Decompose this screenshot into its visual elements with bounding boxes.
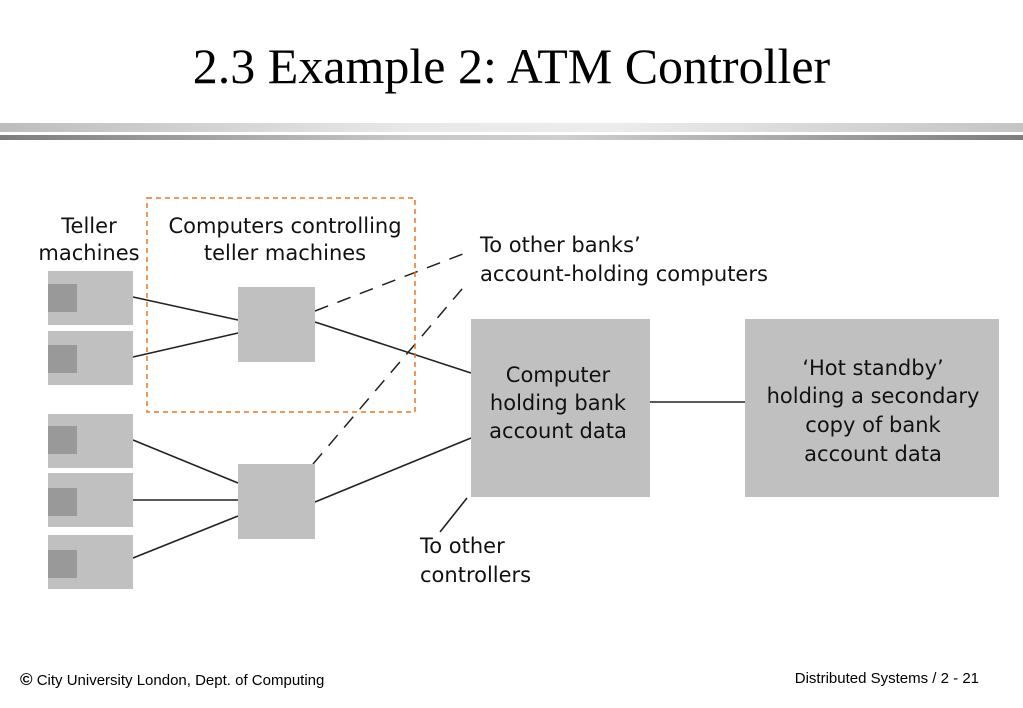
controllers-highlight-box	[146, 197, 416, 413]
teller-machine	[48, 473, 133, 527]
dashed-connections	[312, 251, 469, 465]
screen-icon	[48, 488, 77, 516]
teller-machines-label: machines	[38, 241, 139, 265]
controllers-label: Computers controlling	[168, 214, 401, 238]
dashed-link-controller1-other-banks	[314, 251, 469, 312]
link-teller1-controller1	[132, 296, 239, 321]
hot-standby-label: account data	[804, 442, 942, 466]
bank-computer-label: account data	[489, 419, 627, 443]
teller-machines-label: Teller	[60, 214, 117, 238]
hot-standby-label: ‘Hot standby’	[802, 356, 943, 380]
teller-machine	[48, 535, 133, 589]
link-bank-other-controllers	[439, 497, 468, 533]
hot-standby-label: copy of bank	[805, 413, 941, 437]
hot-standby-computer	[745, 319, 999, 497]
screen-icon	[48, 284, 77, 312]
link-controller1-bank	[314, 321, 472, 374]
other-controllers-label: To other	[419, 534, 505, 558]
link-teller5-controller2	[132, 515, 239, 559]
link-controller2-bank	[314, 437, 472, 503]
other-banks-label: account-holding computers	[480, 262, 768, 286]
teller-machine	[48, 271, 133, 325]
slide-number: Distributed Systems / 2 - 21	[794, 670, 979, 687]
link-teller3-controller2	[132, 439, 239, 484]
hot-standby-label: holding a secondary	[767, 384, 980, 408]
copyright-icon: ©	[20, 670, 33, 689]
screen-icon	[48, 550, 77, 578]
title-divider-top	[0, 123, 1023, 132]
screen-icon	[48, 426, 77, 454]
footer-credit: © City University London, Dept. of Compu…	[20, 670, 324, 690]
bank-computer-label: Computer	[506, 363, 611, 387]
link-teller2-controller1	[132, 332, 239, 358]
connections	[132, 296, 745, 559]
screen-icon	[48, 345, 77, 373]
bank-account-computer	[471, 319, 650, 497]
other-banks-label: To other banks’	[479, 233, 641, 257]
teller-machine	[48, 331, 133, 385]
footer-institution: City University London, Dept. of Computi…	[36, 672, 325, 689]
title-divider-bottom	[0, 135, 1023, 140]
slide-title: 2.3 Example 2: ATM Controller	[192, 38, 831, 94]
other-controllers-label: controllers	[420, 563, 531, 587]
teller-machine	[48, 414, 133, 468]
controllers-label: teller machines	[204, 241, 366, 265]
controller-computer-2	[238, 464, 315, 539]
dashed-link-controller2-other-banks	[312, 281, 469, 465]
bank-computer-label: holding bank	[490, 391, 627, 415]
controller-computer-1	[238, 287, 315, 362]
